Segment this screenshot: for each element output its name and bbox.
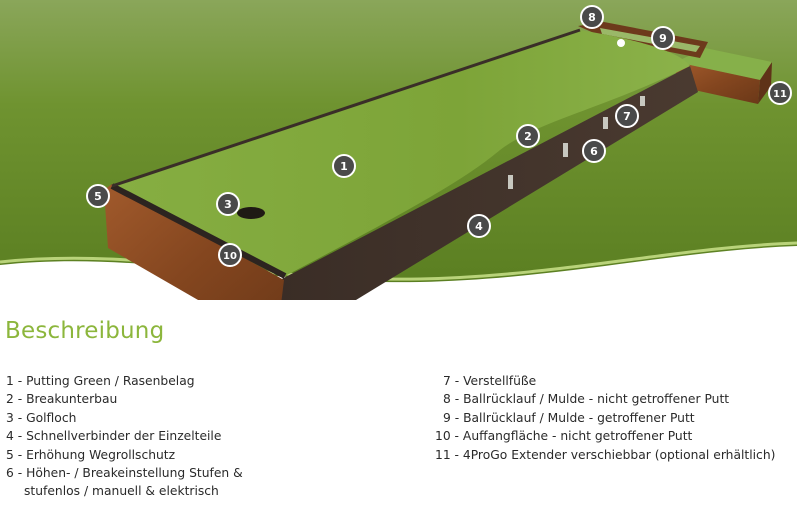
svg-text:5: 5: [94, 190, 102, 203]
wave-accent-line: [0, 241, 797, 281]
svg-text:11: 11: [773, 89, 787, 100]
legend-item: 7 - Verstellfüße: [443, 374, 537, 388]
svg-text:9: 9: [659, 32, 667, 45]
golf-hole: [237, 207, 265, 219]
callout-5: 5: [86, 184, 110, 208]
legend-item: 2 - Breakunterbau: [6, 392, 118, 407]
callout-11: 11: [768, 81, 792, 105]
callout-8: 8: [580, 5, 604, 29]
legend-item: 1 - Putting Green / Rasenbelag: [6, 374, 195, 388]
svg-text:2: 2: [524, 130, 532, 143]
svg-text:3: 3: [224, 198, 232, 211]
adjustment-feet: [508, 96, 645, 189]
legend-item: 4 - Schnellverbinder der Einzelteile: [6, 429, 222, 444]
legend-item-continuation: stufenlos / manuell & elektrisch: [24, 484, 219, 499]
front-wood-end: [104, 184, 284, 300]
callout-4: 4: [467, 214, 491, 238]
legend-item: 6 - Höhen- / Breakeinstellung Stufen &: [6, 465, 243, 480]
callout-9: 9: [651, 26, 675, 50]
legend-item: 3 - Golfloch: [6, 410, 77, 425]
callout-6: 6: [582, 139, 606, 163]
section-title: Beschreibung: [5, 318, 165, 344]
callout-7: 7: [615, 104, 639, 128]
svg-text:7: 7: [623, 110, 631, 123]
legend-item: 8 - Ballrücklauf / Mulde - nicht getroff…: [443, 392, 730, 407]
callout-2: 2: [516, 124, 540, 148]
legend-right: 7 - Verstellfüße 8 - Ballrücklauf / Muld…: [435, 372, 775, 464]
ball-return-tray: [578, 22, 708, 58]
putting-green-illustration: 1 2 3 4 5 6 7 8 9 10 11: [0, 0, 797, 300]
golf-ball: [617, 39, 625, 47]
svg-text:8: 8: [588, 11, 596, 24]
svg-text:1: 1: [340, 160, 348, 173]
side-frame: [276, 66, 698, 300]
svg-text:10: 10: [223, 251, 237, 262]
svg-text:6: 6: [590, 145, 598, 158]
legend-item: 5 - Erhöhung Wegrollschutz: [6, 447, 176, 462]
legend-left: 1 - Putting Green / Rasenbelag 2 - Break…: [6, 372, 243, 501]
svg-text:4: 4: [475, 220, 483, 233]
callout-10: 10: [218, 243, 242, 267]
legend-item: 9 - Ballrücklauf / Mulde - getroffener P…: [443, 410, 695, 425]
legend-item: 11 - 4ProGo Extender verschiebbar (optio…: [435, 447, 776, 462]
legend-item: 10 - Auffangfläche - nicht getroffener P…: [435, 429, 693, 444]
callout-1: 1: [332, 154, 356, 178]
callout-3: 3: [216, 192, 240, 216]
